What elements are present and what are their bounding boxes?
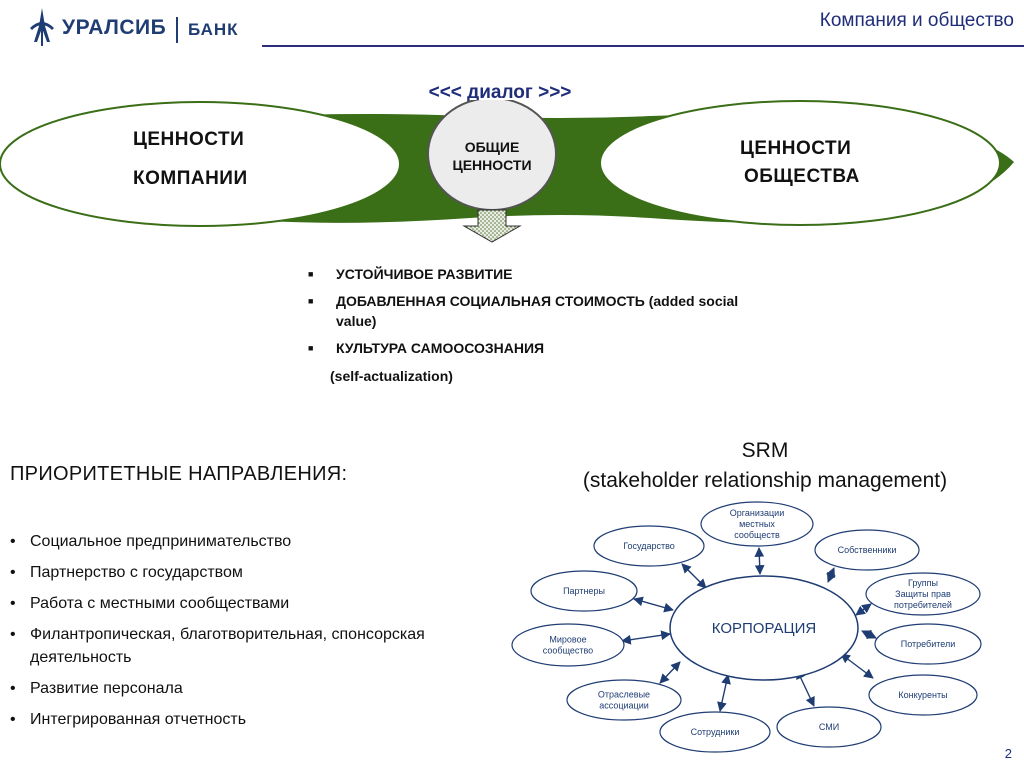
srm-title: SRM (stakeholder relationship management…	[520, 436, 1010, 496]
double-arrow-icon	[840, 653, 874, 679]
list-item: ■УСТОЙЧИВОЕ РАЗВИТИЕ	[308, 266, 513, 282]
srm-title-line2: (stakeholder relationship management)	[582, 469, 948, 492]
double-arrow-icon	[659, 661, 681, 684]
company-values-line1: ЦЕННОСТИ	[133, 129, 245, 150]
list-item: •Работа с местными сообществами	[10, 592, 450, 615]
list-item: •Социальное предпринимательство	[10, 530, 450, 553]
logo-bank-text: БАНК	[188, 20, 239, 39]
company-values-ellipse	[0, 101, 401, 227]
srm-title-line1: SRM	[741, 439, 789, 462]
society-values-line1: ЦЕННОСТИ	[740, 138, 852, 159]
srm-node-ellipse	[530, 570, 638, 612]
srm-node-ellipse	[566, 679, 682, 721]
down-arrow-icon	[462, 209, 522, 243]
common-values-label: ОБЩИЕ ЦЕННОСТИ	[452, 139, 532, 173]
double-arrow-icon	[621, 630, 671, 645]
priorities-title: ПРИОРИТЕТНЫЕ НАПРАВЛЕНИЯ:	[10, 463, 348, 485]
srm-node-label: Государство	[623, 541, 675, 551]
list-item: ■ДОБАВЛЕННАЯ СОЦИАЛЬНАЯ СТОИМОСТЬ (added…	[308, 293, 739, 329]
srm-node: Сотрудники	[659, 711, 771, 753]
square-bullet-icon: ■	[308, 296, 314, 306]
priorities-list: •Социальное предпринимательство •Партнер…	[10, 530, 450, 739]
outcome-extra: (self-actualization)	[330, 368, 453, 384]
uralsib-emblem-icon	[30, 8, 54, 46]
double-arrow-icon	[861, 629, 877, 640]
srm-node: Партнеры	[530, 570, 638, 612]
bullet-icon: •	[10, 680, 16, 697]
double-arrow-icon	[826, 567, 836, 583]
values-diagram	[0, 100, 1014, 243]
double-arrow-icon	[717, 674, 731, 712]
srm-node-label: СМИ	[819, 722, 839, 732]
list-item: •Партнерство с государством	[10, 561, 450, 584]
society-values-ellipse	[599, 100, 1001, 226]
logo-separator	[176, 17, 178, 43]
list-item: •Интегрированная отчетность	[10, 708, 450, 731]
header-divider	[262, 45, 1024, 47]
srm-node: Государство	[593, 525, 705, 567]
srm-node: Конкуренты	[868, 674, 978, 716]
society-values-line2: ОБЩЕСТВА	[744, 166, 860, 187]
srm-node-ellipse	[593, 525, 705, 567]
double-arrow-icon	[754, 547, 765, 575]
bullet-icon: •	[10, 533, 16, 550]
bullet-icon: •	[10, 595, 16, 612]
page-title: Компания и общество	[819, 10, 1014, 31]
srm-node-ellipse	[814, 529, 920, 571]
srm-node-ellipse	[776, 706, 882, 748]
bullet-icon: •	[10, 564, 16, 581]
list-item: •Развитие персонала	[10, 677, 450, 700]
list-item: ■КУЛЬТУРА САМООСОЗНАНИЯ	[308, 340, 545, 356]
bullet-icon: •	[10, 626, 16, 643]
double-arrow-icon	[681, 563, 707, 589]
dialog-label: <<< диалог >>>	[428, 82, 572, 103]
srm-node-label: Сотрудники	[691, 727, 740, 737]
logo-text: УРАЛСИБ	[62, 16, 167, 39]
page-number: 2	[1004, 746, 1012, 761]
square-bullet-icon: ■	[308, 343, 314, 353]
company-values-line2: КОМПАНИИ	[133, 168, 248, 189]
srm-node-ellipse	[874, 623, 982, 665]
srm-node-label: Конкуренты	[898, 690, 947, 700]
srm-node-label: Собственники	[838, 545, 897, 555]
srm-node: Собственники	[814, 529, 920, 571]
srm-node-label: Потребители	[901, 639, 956, 649]
uralsib-logo	[30, 8, 54, 46]
double-arrow-icon	[633, 596, 674, 613]
double-arrow-icon	[855, 603, 872, 616]
srm-node-ellipse	[868, 674, 978, 716]
corporation-ellipse	[669, 575, 859, 681]
bullet-icon: •	[10, 711, 16, 728]
srm-node: СМИ	[776, 706, 882, 748]
square-bullet-icon: ■	[308, 269, 314, 279]
outcomes-list: ■УСТОЙЧИВОЕ РАЗВИТИЕ ■ДОБАВЛЕННАЯ СОЦИАЛ…	[308, 264, 768, 365]
srm-node-ellipse	[700, 501, 814, 547]
srm-node-ellipse	[511, 623, 625, 667]
srm-node-label: Партнеры	[563, 586, 605, 596]
srm-node-ellipse	[659, 711, 771, 753]
list-item: •Филантропическая, благотворительная, сп…	[10, 623, 450, 669]
srm-node-ellipse	[865, 572, 981, 616]
corporation-label: КОРПОРАЦИЯ	[712, 620, 816, 637]
srm-node: Потребители	[874, 623, 982, 665]
